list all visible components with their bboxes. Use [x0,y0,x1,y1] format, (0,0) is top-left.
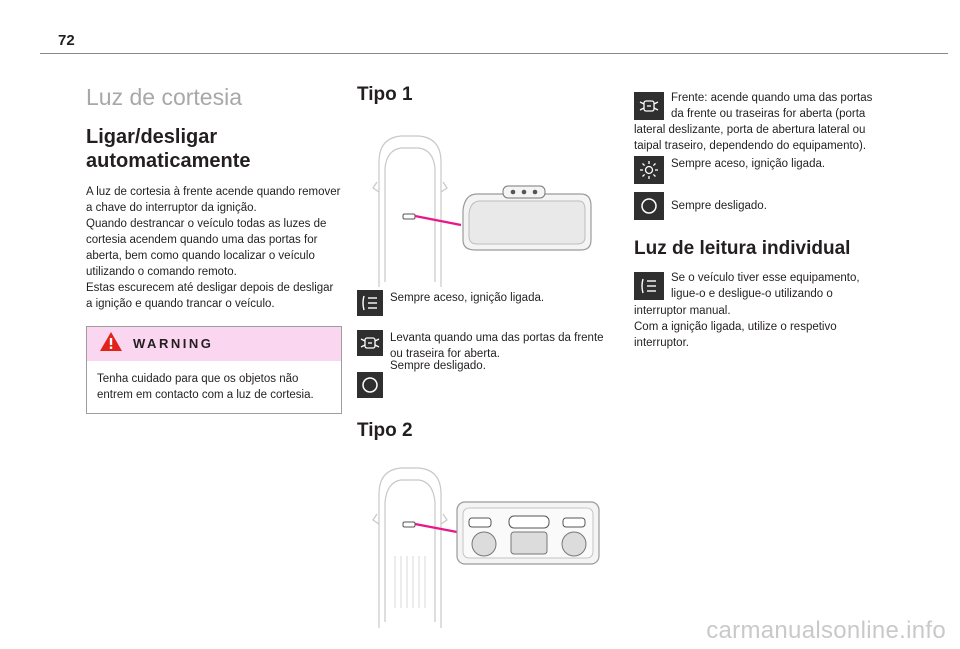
reading-text-1: Se o veículo tiver esse equipamento, lig… [634,272,860,317]
left-column: Luz de cortesia Ligar/desligar automatic… [86,84,342,414]
top-rule [40,53,948,54]
door-light-icon [634,272,664,301]
right-item-3: Sempre desligado. [634,192,884,221]
right-column: Frente: acende quando uma das portas da … [634,90,884,351]
reading-text: Se o veículo tiver esse equipamento, lig… [634,270,884,350]
right-item-1-text: Frente: acende quando uma das portas da … [634,92,873,153]
warning-header: WARNING [87,326,341,361]
section-title: Luz de cortesia [86,84,242,110]
warning-text: Tenha cuidado para que os objetos não en… [97,372,314,401]
tipo1-item-3-text: Sempre desligado. [390,360,486,373]
page-number: 72 [58,32,75,49]
tipo1-item-2-text: Levanta quando uma das portas da frente … [390,332,604,361]
off-circle-icon [634,192,664,221]
sun-icon [634,156,664,185]
reading-text-2: Com a ignição ligada, utilize o respetiv… [634,320,837,349]
tipo1-item-1: Sempre aceso, ignição ligada. [357,290,617,316]
tipo1-item-1-text: Sempre aceso, ignição ligada. [390,292,545,304]
reading-title: Luz de leitura individual [634,238,851,260]
warning-title: WARNING [133,336,214,352]
body-text-1: A luz de cortesia à frente acende quando… [86,185,341,214]
body-text-3: Estas escurecem até desligar depois de d… [86,282,334,311]
tipo1-item-3: Sempre desligado. [357,358,617,399]
subtitle: Ligar/desligar automaticamente [86,126,251,173]
right-item-1: Frente: acende quando uma das portas da … [634,90,884,154]
tipo1-illustration [357,122,607,290]
right-item-2-text: Sempre aceso, ignição ligada. [671,158,826,171]
watermark: carmanualsonline.info [706,617,946,644]
body-text-2: Quando destrancar o veículo todas as luz… [86,217,327,279]
off-circle-icon [357,372,383,399]
doors-open-icon [634,92,664,120]
right-item-3-text: Sempre desligado. [671,200,767,213]
tipo1-item-2: Levanta quando uma das portas da frente … [357,330,617,362]
right-item-2: Sempre aceso, ignição ligada. [634,156,884,185]
tipo2-title: Tipo 2 [357,420,413,442]
door-light-icon [357,290,383,316]
doors-open-icon [357,330,383,356]
warning-box: WARNING Tenha cuidado para que os objeto… [86,325,342,414]
middle-column: Tipo 1 Sempre aceso, ignição [357,84,617,631]
tipo2-illustration [357,458,607,631]
tipo1-title: Tipo 1 [357,84,413,105]
warning-triangle-icon [99,331,123,357]
